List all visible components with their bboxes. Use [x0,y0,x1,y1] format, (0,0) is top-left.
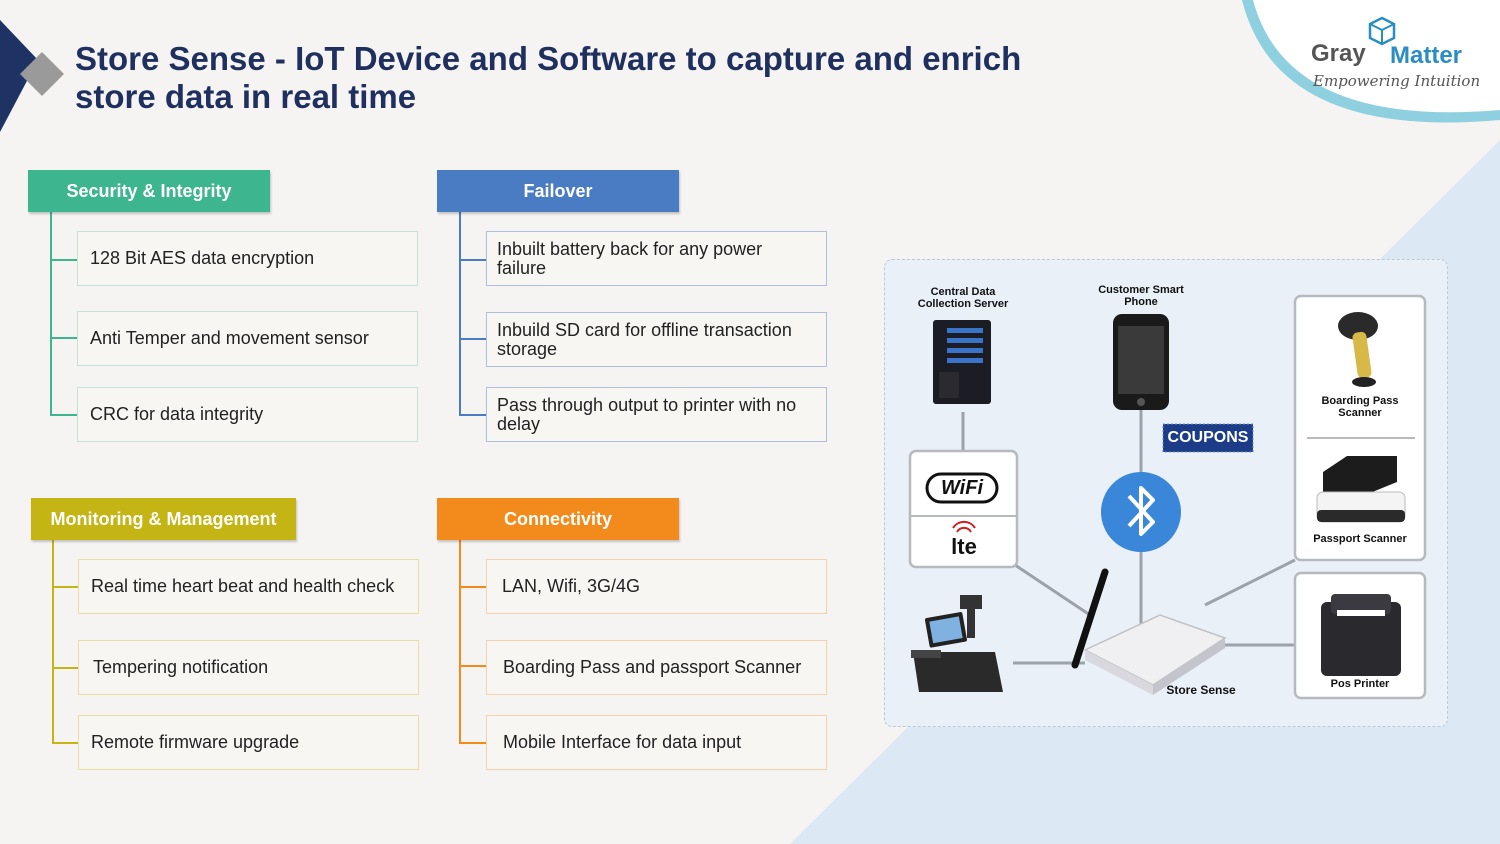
bluetooth-icon [1101,472,1181,552]
store-sense-device-icon [1071,568,1227,695]
monitoring-item: Remote firmware upgrade [78,715,419,770]
connectivity-item: Boarding Pass and passport Scanner [486,640,827,695]
failover-item: Pass through output to printer with no d… [486,387,827,442]
lte-label: lte [951,534,977,559]
logo-arc [1242,0,1500,123]
failover-item: Inbuild SD card for offline transaction … [486,312,827,367]
failover-item: Inbuilt battery back for any power failu… [486,231,827,286]
passport-scanner-label: Passport Scanner [1313,533,1407,545]
connectivity-header: Connectivity [437,498,679,540]
connectivity-item: LAN, Wifi, 3G/4G [486,559,827,614]
coupons-badge [1162,423,1254,453]
cube-icon [1368,16,1396,46]
store-sense-label: Store Sense [1166,683,1236,697]
monitoring-header: Monitoring & Management [31,498,296,540]
pos-terminal-icon [911,595,1003,692]
security-item: Anti Temper and movement sensor [77,311,418,366]
pos-printer-label: Pos Printer [1330,678,1390,690]
security-item: 128 Bit AES data encryption [77,231,418,286]
failover-connector [459,212,461,415]
barcode-scanner-icon [1338,312,1378,387]
page-title: Store Sense - IoT Device and Software to… [75,40,1022,115]
monitoring-item: Real time heart beat and health check [78,559,419,614]
logo-brand-gray: Gray [1311,40,1366,67]
boarding-pass-scanner-label: Boarding Pass Scanner [1321,395,1399,419]
security-item: CRC for data integrity [77,387,418,442]
logo-brand-matter: Matter [1390,42,1463,69]
wifi-icon [925,472,999,504]
smartphone-icon [1113,314,1169,410]
security-connector [50,212,52,415]
server-label: Central Data Collection Server [917,286,1009,310]
failover-header: Failover [437,170,679,212]
monitoring-item: Tempering notification [78,640,419,695]
server-icon [933,320,991,404]
monitoring-connector [52,540,54,743]
graymatter-logo: Gray Matter Empowering Intuition [1237,0,1500,140]
diagram-graphics [908,294,1427,700]
lte-signal-icon [952,521,976,533]
connectivity-item: Mobile Interface for data input [486,715,827,770]
security-header: Security & Integrity [28,170,270,212]
wifi-label: WiFi [940,476,984,499]
passport-scanner-icon [1316,456,1406,523]
pos-printer-icon [1321,594,1401,676]
logo-tagline: Empowering Intuition [1313,72,1481,90]
coupons-label: COUPONS [1167,429,1249,446]
connectivity-connector [459,540,461,743]
phone-label: Customer Smart Phone [1098,284,1184,308]
wireless-box [908,449,1019,569]
architecture-diagram: Central Data Collection Server Customer … [884,259,1448,727]
